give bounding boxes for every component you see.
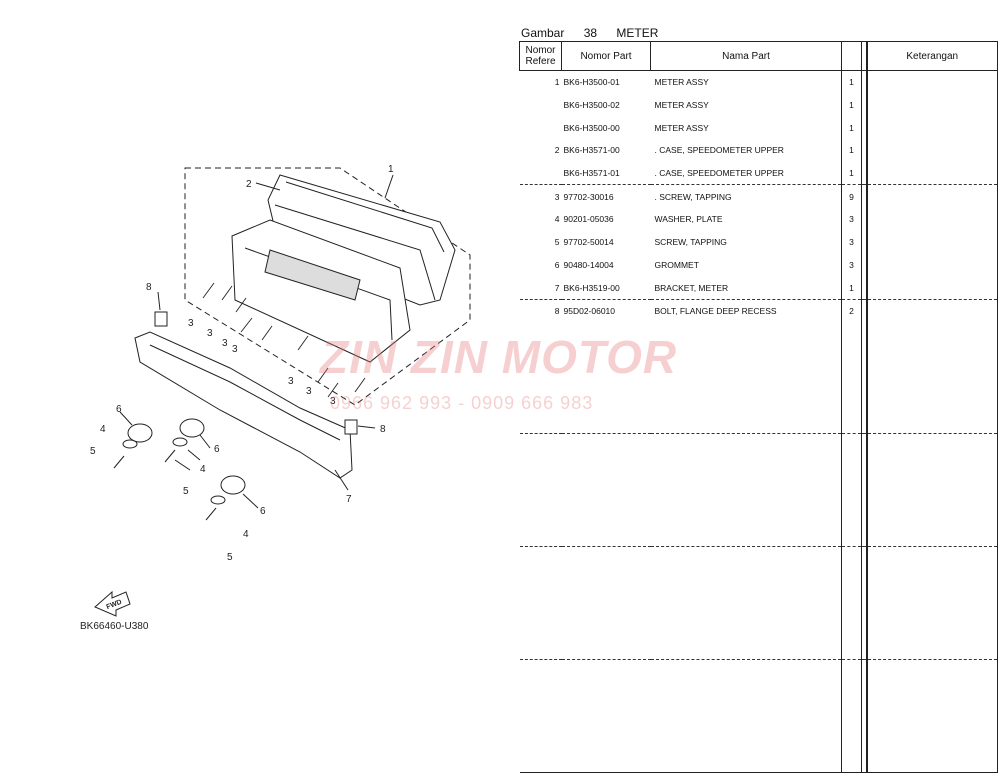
blank-row xyxy=(519,545,998,660)
figure-title: Gambar 38 METER xyxy=(521,26,674,40)
table-row: 8 95D02-06010 BOLT, FLANGE DEEP RECESS 2 xyxy=(519,298,998,323)
row-name: METER ASSY xyxy=(654,77,709,88)
table-row: 1 BK6-H3500-01 METER ASSY 1 xyxy=(520,70,998,94)
callout-3c: 3 xyxy=(222,338,228,349)
callout-4c: 4 xyxy=(243,529,249,540)
blank-row xyxy=(519,658,998,773)
header-part-no: Nomor Part xyxy=(561,41,651,71)
callout-7: 7 xyxy=(346,494,352,505)
header-remarks: Keterangan xyxy=(866,41,998,71)
callout-3f: 3 xyxy=(306,386,312,397)
header-gap xyxy=(861,41,868,71)
figure-name: METER xyxy=(616,26,659,40)
parts-table: Nomor Refere Nomor Part Nama Part Ketera… xyxy=(519,41,998,773)
callout-6b: 6 xyxy=(214,444,220,455)
callout-3e: 3 xyxy=(288,376,294,387)
callout-8a: 8 xyxy=(146,282,152,293)
table-row: 3 97702-30016 . SCREW, TAPPING 9 xyxy=(519,184,998,209)
header-qty xyxy=(841,41,862,71)
table-row: BK6-H3500-02 METER ASSY 1 xyxy=(520,93,998,117)
callout-4a: 4 xyxy=(100,424,106,435)
callout-5b: 5 xyxy=(183,486,189,497)
callout-3g: 3 xyxy=(330,396,336,407)
diagram-code: BK66460-U380 xyxy=(80,621,149,632)
table-row: 2 BK6-H3571-00 . CASE, SPEEDOMETER UPPER… xyxy=(520,139,998,162)
callout-5c: 5 xyxy=(227,552,233,563)
callout-3a: 3 xyxy=(188,318,194,329)
header-name: Nama Part xyxy=(650,41,842,71)
callout-2: 2 xyxy=(246,179,252,190)
watermark-phones: 0966 962 993 - 0909 666 983 xyxy=(330,393,594,413)
callout-1: 1 xyxy=(388,164,394,175)
row-part-no: BK6-H3500-01 xyxy=(563,77,620,88)
callout-3d: 3 xyxy=(232,344,238,355)
table-row: 4 90201-05036 WASHER, PLATE 3 xyxy=(520,208,998,231)
parts-diagram: 1 2 8 3 3 3 3 3 3 3 6 6 6 4 4 4 5 5 5 7 … xyxy=(80,164,471,632)
blank-row xyxy=(519,432,998,547)
table-header: Nomor Refere Nomor Part Nama Part Ketera… xyxy=(519,41,998,71)
table-row: BK6-H3571-01 . CASE, SPEEDOMETER UPPER 1 xyxy=(520,161,998,185)
header-ref: Nomor Refere xyxy=(519,41,562,71)
callout-6a: 6 xyxy=(116,404,122,415)
callout-6c: 6 xyxy=(260,506,266,517)
row-ref: 1 xyxy=(554,77,560,88)
figure-number: 38 xyxy=(583,26,598,40)
row-qty: 1 xyxy=(841,70,862,94)
table-row: BK6-H3500-00 METER ASSY 1 xyxy=(520,116,998,140)
table-row: 7 BK6-H3519-00 BRACKET, METER 1 xyxy=(520,276,998,300)
callout-3b: 3 xyxy=(207,328,213,339)
watermark-brand: ZIN ZIN MOTOR xyxy=(320,331,678,383)
figure-label: Gambar xyxy=(521,26,565,40)
callout-8b: 8 xyxy=(380,424,386,435)
row-remarks xyxy=(865,70,998,94)
callout-5a: 5 xyxy=(90,446,96,457)
callout-4b: 4 xyxy=(200,464,206,475)
table-row: 5 97702-50014 SCREW, TAPPING 3 xyxy=(520,230,998,254)
table-row: 6 90480-14004 GROMMET 3 xyxy=(520,253,998,277)
blank-row xyxy=(520,322,998,434)
